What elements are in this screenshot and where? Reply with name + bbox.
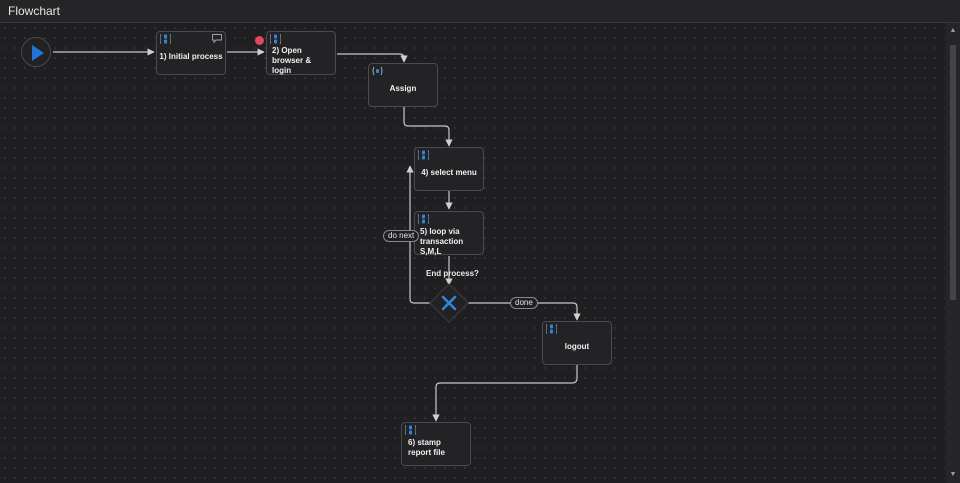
activity-stamp-report-file[interactable]: 6) stamp report file: [401, 422, 471, 466]
sequence-icon: [270, 34, 281, 44]
flow-decision-icon: [441, 295, 457, 311]
start-node[interactable]: [21, 37, 51, 67]
sequence-icon: [418, 214, 429, 224]
panel-title: Flowchart: [8, 4, 61, 18]
activity-select-menu[interactable]: 4) select menu: [414, 147, 484, 191]
edge-label-done[interactable]: done: [510, 297, 538, 309]
activity-label: Assign: [389, 84, 417, 93]
activity-loop-transaction[interactable]: 5) loop via transaction S,M,L: [414, 211, 484, 256]
connector-done: [468, 302, 581, 321]
activity-label: 1) Initial process: [159, 52, 223, 61]
connector-layer: [53, 48, 581, 422]
connector-do-next: [406, 165, 432, 304]
sequence-icon: [418, 150, 429, 160]
edge-label-do-next[interactable]: do next: [383, 230, 420, 242]
sequence-icon: [546, 324, 557, 334]
activity-label: 5) loop via transaction S,M,L: [420, 227, 464, 256]
assign-icon: [372, 66, 383, 76]
sequence-icon: [160, 34, 171, 44]
activity-initial-process[interactable]: 1) Initial process: [156, 31, 226, 75]
activity-label: 6) stamp report file: [408, 438, 445, 457]
connector-assign-to-select-menu: [403, 106, 453, 147]
activity-open-browser-login[interactable]: 2) Open browser & login: [266, 31, 336, 75]
scroll-down-icon[interactable]: ▼: [949, 471, 957, 478]
scroll-up-icon[interactable]: ▲: [949, 27, 957, 34]
activity-assign[interactable]: Assign: [368, 63, 438, 107]
decision-label: End process?: [426, 269, 479, 278]
vertical-scrollbar[interactable]: ▲ ▼: [946, 23, 960, 483]
activity-label: logout: [564, 342, 590, 351]
connector-open-browser-to-assign: [337, 53, 408, 63]
activity-logout[interactable]: logout: [542, 321, 612, 365]
play-icon: [32, 45, 44, 61]
scroll-thumb[interactable]: [950, 45, 956, 300]
panel-header: Flowchart: [0, 0, 960, 23]
connector-logout-to-stamp: [432, 364, 578, 422]
breakpoint-icon[interactable]: [255, 36, 264, 45]
comment-icon[interactable]: [212, 34, 222, 43]
activity-label: 2) Open browser & login: [272, 46, 312, 75]
activity-label: 4) select menu: [421, 168, 477, 177]
sequence-icon: [405, 425, 416, 435]
